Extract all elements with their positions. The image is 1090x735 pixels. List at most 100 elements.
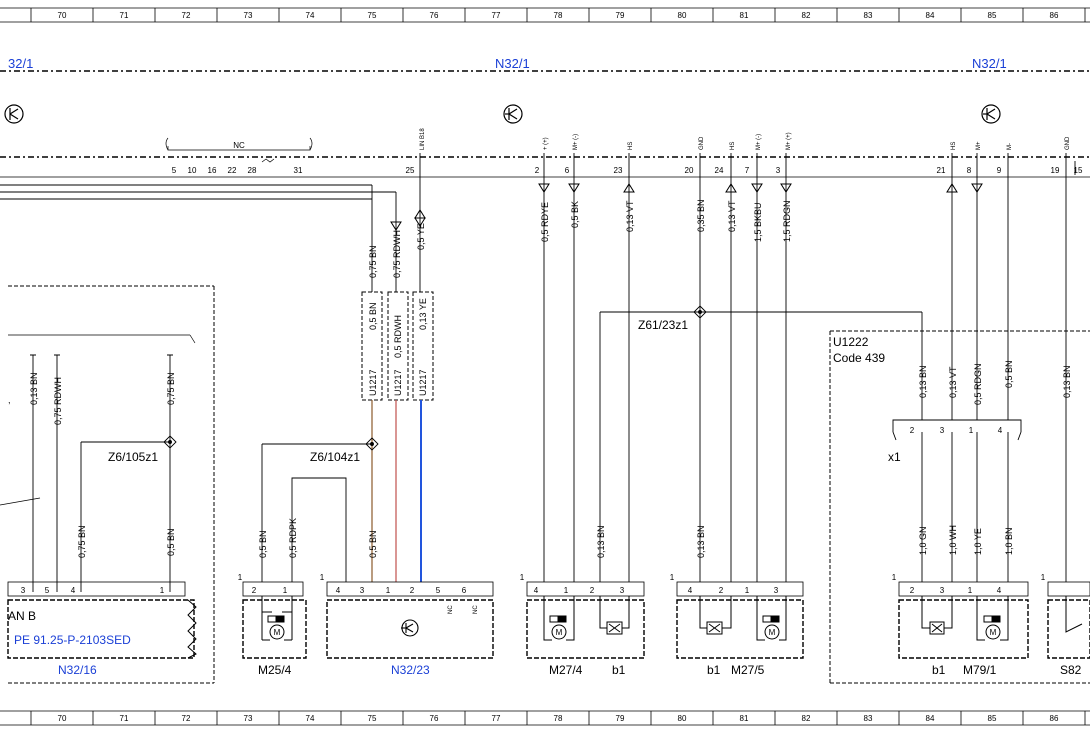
b1-label[interactable]: b1 bbox=[707, 663, 721, 677]
grid-col-70-bottom: 70 bbox=[58, 714, 67, 723]
grid-col-73-bottom: 73 bbox=[244, 714, 253, 723]
bottom-grid-ruler: 70 71 72 73 74 75 76 77 78 79 80 81 82 8… bbox=[0, 710, 1090, 726]
grid-col-80-bottom: 80 bbox=[678, 714, 687, 723]
signal-lin-b18: LIN B18 bbox=[420, 128, 426, 150]
pin-number: 1 bbox=[892, 573, 897, 582]
m79-1-block: 1 2 3 1 4 M bbox=[892, 573, 1029, 659]
n32-1-label-center[interactable]: N32/1 bbox=[495, 56, 530, 71]
wire-label: 0,13 BN bbox=[29, 372, 39, 405]
signal-m-plus-minus-2: M+ (-) bbox=[756, 134, 762, 150]
m25-4-label[interactable]: M25/4 bbox=[258, 663, 292, 677]
grid-col-72-bottom: 72 bbox=[182, 714, 191, 723]
signal-hs-2: HS bbox=[730, 142, 736, 150]
b1-label[interactable]: b1 bbox=[932, 663, 946, 677]
pin-number: 1 bbox=[520, 573, 525, 582]
b1-label[interactable]: b1 bbox=[612, 663, 626, 677]
pin-number: 1 bbox=[969, 426, 974, 435]
grid-col-84: 84 bbox=[926, 11, 935, 20]
pin-number: 1 bbox=[386, 586, 391, 595]
grid-col-70: 70 bbox=[58, 11, 67, 20]
wire-label: 0,75 BN bbox=[77, 525, 87, 558]
pin-number: 3 bbox=[620, 586, 625, 595]
wire-label: 0,13 BN bbox=[596, 525, 606, 558]
motor-glyph: M bbox=[556, 628, 563, 637]
n32-23-label[interactable]: N32/23 bbox=[391, 663, 430, 677]
grid-col-77-bottom: 77 bbox=[492, 714, 501, 723]
s82-label[interactable]: S82 bbox=[1060, 663, 1082, 677]
wire-label-cut: , bbox=[8, 395, 11, 405]
motor-glyph: M bbox=[769, 628, 776, 637]
pin-number: 4 bbox=[336, 586, 341, 595]
pin-15: 15 bbox=[1074, 166, 1083, 175]
wire-label: 1,5 BKBU bbox=[753, 202, 763, 242]
pin-31: 31 bbox=[294, 166, 303, 175]
wire-label: 0,5 BN bbox=[166, 528, 176, 556]
u1217-code: U1217 bbox=[418, 369, 428, 396]
grid-col-77: 77 bbox=[492, 11, 501, 20]
x1-connector: 2 3 1 4 bbox=[892, 419, 1022, 441]
m27-5-block: 1 4 2 1 3 M bbox=[670, 573, 804, 659]
signal-m-plus: M+ bbox=[976, 141, 982, 150]
s82-block: 1 bbox=[1041, 573, 1090, 659]
u1222-label: U1222 bbox=[833, 335, 869, 349]
pin-3: 3 bbox=[776, 166, 781, 175]
pin-16: 16 bbox=[208, 166, 217, 175]
pin-number: 4 bbox=[997, 586, 1002, 595]
upper-wire-labels: 0,75 BN 0,75 RDWH 0,5 YE 0,5 RDYE 0,5 BK… bbox=[368, 199, 792, 278]
grid-col-78: 78 bbox=[554, 11, 563, 20]
grid-col-84-bottom: 84 bbox=[926, 714, 935, 723]
grid-col-79-bottom: 79 bbox=[616, 714, 625, 723]
connector-signals: LIN B18 + (+) M+ (-) HS GND HS M+ (-) M+… bbox=[420, 128, 1071, 150]
left-inner-frame bbox=[0, 334, 196, 506]
transistor-icon bbox=[981, 104, 1001, 124]
pin-number: 3 bbox=[774, 586, 779, 595]
pin-number: 5 bbox=[436, 586, 441, 595]
pin-number: 1 bbox=[320, 573, 325, 582]
n32-16-label[interactable]: N32/16 bbox=[58, 663, 97, 677]
u1217-code: U1217 bbox=[393, 369, 403, 396]
n32-1-label-right[interactable]: N32/1 bbox=[972, 56, 1007, 71]
left-vertical-wires bbox=[30, 354, 177, 592]
grid-col-73: 73 bbox=[244, 11, 253, 20]
wire-label: 0,5 BN bbox=[368, 530, 378, 558]
connector-strip bbox=[0, 156, 1090, 178]
z6-104z1-label: Z6/104z1 bbox=[310, 450, 360, 464]
nc-pin-label: NC bbox=[473, 605, 479, 614]
pin-number: 4 bbox=[534, 586, 539, 595]
pin-number: 2 bbox=[719, 586, 724, 595]
wire-label: 1,0 YE bbox=[973, 528, 983, 555]
pin-number: 2 bbox=[910, 586, 915, 595]
wire-label: 0,5 BN bbox=[258, 530, 268, 558]
motor-icon bbox=[756, 596, 787, 641]
pin-number: 1 bbox=[670, 573, 675, 582]
m79-1-label[interactable]: M79/1 bbox=[963, 663, 997, 677]
wire-label: 1,5 RDGN bbox=[782, 200, 792, 242]
direction-arrows bbox=[390, 183, 983, 231]
nc-pin-group: NC 5 10 16 22 28 31 bbox=[165, 137, 313, 175]
wire-label: 0,13 BN bbox=[918, 365, 928, 398]
n32-1-label-left[interactable]: 32/1 bbox=[8, 56, 33, 71]
wire-label: 0,75 BN bbox=[368, 245, 378, 278]
wire-label: 0,75 RDWH bbox=[392, 230, 402, 278]
wire-label: 0,5 BN bbox=[1004, 360, 1014, 388]
signal-hs: HS bbox=[628, 142, 634, 150]
wire-label: 0,75 RDWH bbox=[53, 377, 63, 425]
u1217-wire-label: 0,13 YE bbox=[418, 298, 428, 330]
transistor-icon bbox=[401, 619, 419, 637]
sensor-icon bbox=[921, 596, 953, 635]
m27-4-block: 1 4 1 2 3 M bbox=[520, 573, 645, 659]
wire-label: 0,13 VT bbox=[948, 366, 958, 398]
right-lower-wires bbox=[921, 432, 1009, 582]
m27-4-label[interactable]: M27/4 bbox=[549, 663, 583, 677]
pin-number: 2 bbox=[910, 426, 915, 435]
wire-label: 0,5 RDPK bbox=[288, 518, 298, 558]
mid-wire-labels: 0,5 BN 0,5 RDPK 0,5 BN 0,13 BN 0,13 BN bbox=[258, 518, 706, 558]
m27-5-label[interactable]: M27/5 bbox=[731, 663, 765, 677]
grid-col-83-bottom: 83 bbox=[864, 714, 873, 723]
grid-col-72: 72 bbox=[182, 11, 191, 20]
wire-label: 0,13 BN bbox=[1062, 365, 1072, 398]
pin-20: 20 bbox=[685, 166, 694, 175]
motor-icon bbox=[976, 596, 1009, 641]
motor-glyph: M bbox=[274, 628, 281, 637]
pe-reference-link[interactable]: PE 91.25-P-2103SED bbox=[14, 633, 131, 647]
